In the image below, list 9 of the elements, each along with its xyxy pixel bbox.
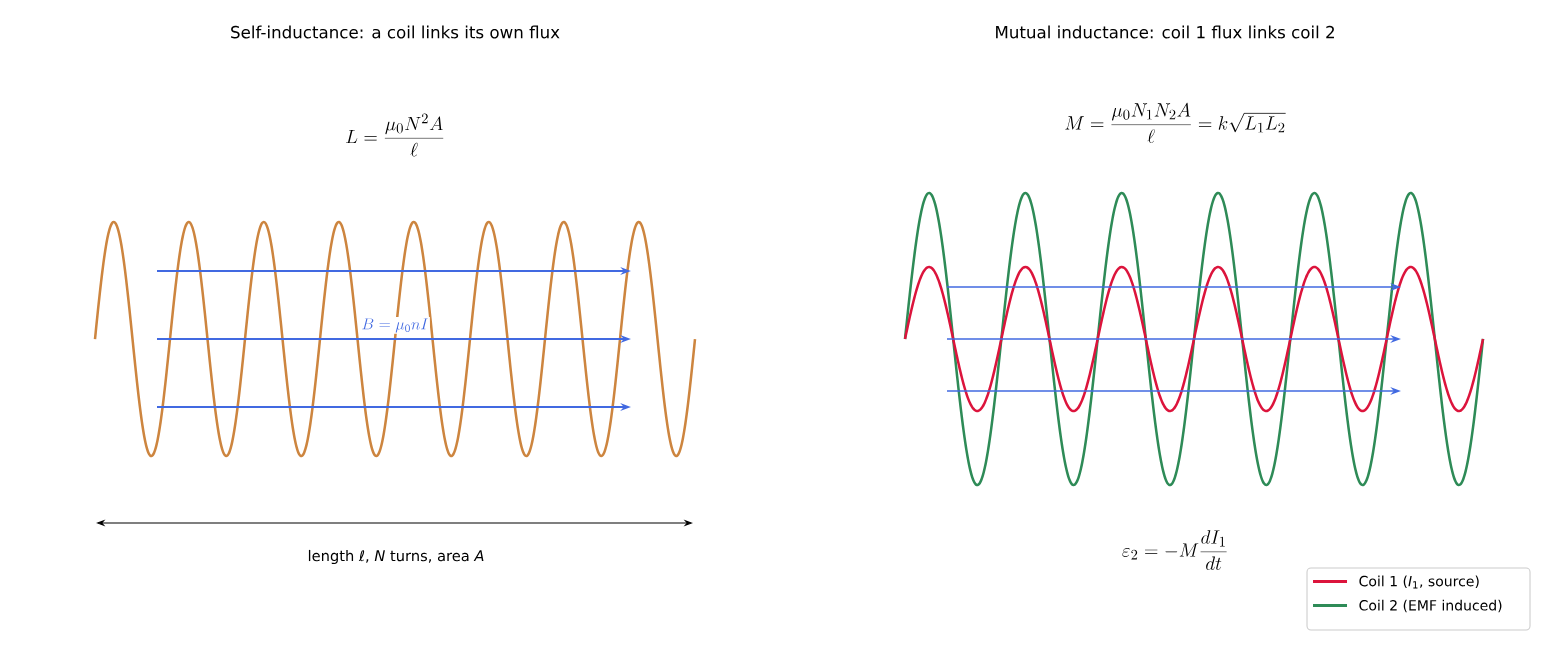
field-label: $B = \mu_0 n I$ bbox=[360, 317, 430, 334]
formula: $M = \frac{\mu_0 N_1 N_2 A}{\ell} = k\sqrt{L_1 L_2}$ bbox=[1065, 102, 1286, 143]
panel-title: Self-inductance: a coil links its own flux bbox=[231, 25, 560, 39]
formula: $\varepsilon_2 = -M\frac{dI_1}{dt}$ bbox=[1122, 530, 1227, 570]
formula: $L = \frac{\mu_0 N^2 A}{\ell}$ bbox=[346, 113, 444, 157]
panel-title: Mutual inductance: coil 1 flux links coil 2 bbox=[996, 25, 1334, 39]
legend-label: Coil 2 (EMF induced) bbox=[1359, 599, 1502, 613]
dimension-label: length ℓ, N turns, area A bbox=[308, 549, 484, 565]
legend-label: Coil 1 (I$_{1}$, source) bbox=[1359, 575, 1479, 589]
